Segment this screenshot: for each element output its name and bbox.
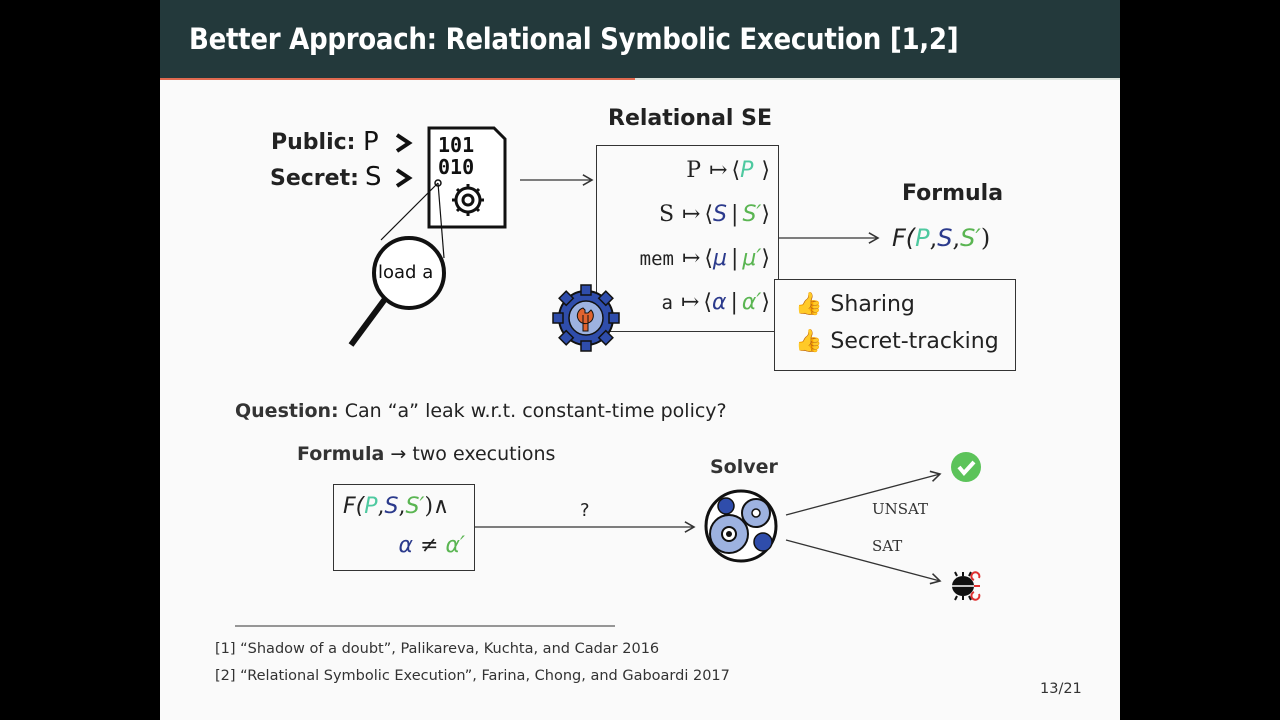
arrow-unsat [785,470,942,516]
secret-var: S [365,162,382,192]
angle-right: ⟩ [761,290,770,315]
relational-se-box: P↦⟨P⟩S↦⟨S|S′⟩mem↦⟨μ|μ′⟩a↦⟨α|α′⟩ [596,145,779,332]
unsat-label: UNSAT [872,500,929,518]
value-a: P [740,158,754,183]
separator: | [731,202,739,227]
comma: , [377,494,385,519]
benefit-label: Sharing [830,292,915,317]
arrow-glyph: → [390,443,407,465]
benefit-item: 👍 Sharing [795,292,915,317]
alpha-prime: α′ [445,533,466,558]
formula-two-executions: Formula → two executions [297,443,555,465]
thumbs-up-icon: 👍 [795,329,823,354]
formula-p: P [364,494,378,519]
angle-left: ⟨ [703,290,712,315]
value-a: S [713,202,728,227]
query-formula: F(P,S,S′)∧ [343,494,449,519]
formula-f: F( [343,494,365,519]
page-number: 13/21 [1040,681,1082,697]
comma: , [398,494,406,519]
mapping-lhs: P [686,158,702,183]
alpha: α [398,533,414,558]
question-text: Can “a” leak w.r.t. constant-time policy… [344,400,727,422]
angle-left: ⟨ [704,202,714,227]
question-label: Question: [235,400,339,422]
benefit-label: Secret-tracking [830,329,999,354]
formula-p: P [915,224,930,252]
value-b: α′ [741,290,762,315]
chevron-icon [395,133,413,188]
footnote-2: [2] “Relational Symbolic Execution”, Far… [215,668,730,684]
formula-sp: S′ [960,224,981,252]
mapping-lhs: S [658,202,675,227]
magnifier-text: load a [378,262,434,283]
formula-label: Formula [297,443,385,465]
slide-title: Better Approach: Relational Symbolic Exe… [189,22,959,56]
maps-to-symbol: ↦ [681,246,701,271]
formula-s: S [937,224,953,252]
svg-text:101: 101 [438,133,474,157]
solver-heading: Solver [710,456,778,478]
progress-bar [160,78,635,80]
maps-to-symbol: ↦ [709,158,728,183]
value-a: α [711,290,727,315]
angle-right: ⟩ [761,158,770,183]
mapping-row: S↦⟨S|S′⟩ [655,202,770,227]
mapping-row: mem ↦⟨μ|μ′⟩ [636,246,770,271]
formula-f: F( [892,224,916,252]
separator: | [730,290,738,315]
value-a: μ [712,246,727,271]
formula-expression: F(P,S,S′) [892,224,990,252]
magnifier-icon [348,179,446,347]
angle-left: ⟨ [704,246,713,271]
comma: , [929,224,938,252]
angle-left: ⟨ [731,158,741,183]
query-inequality: α ≠ α′ [399,533,465,558]
question: Question: Can “a” leak w.r.t. constant-t… [235,400,727,422]
query-box: F(P,S,S′)∧ α ≠ α′ [333,484,475,571]
formula-sp: S′ [405,494,425,519]
slide-header: Better Approach: Relational Symbolic Exe… [160,0,1120,78]
binary-file-icon: 101 010 [427,126,507,229]
benefits-box: 👍 Sharing 👍 Secret-tracking [774,279,1016,371]
formula-heading: Formula [902,181,1004,206]
benefit-item: 👍 Secret-tracking [795,329,999,354]
formula-s: S [384,494,399,519]
paren-and: )∧ [424,494,450,519]
progress-track [635,78,1120,80]
sat-label: SAT [872,537,903,555]
mapping-lhs: mem [639,248,674,270]
mapping-row: a ↦⟨α|α′⟩ [657,290,770,315]
neq: ≠ [420,533,439,558]
paren: ) [980,224,991,252]
secret-label: Secret: [270,166,359,191]
diagram-lines: 101 010 [235,126,942,627]
value-b: S′ [742,202,762,227]
angle-right: ⟩ [761,202,770,227]
footnote-1: [1] “Shadow of a doubt”, Palikareva, Kuc… [215,641,660,657]
svg-text:010: 010 [438,155,474,179]
public-var: P [363,127,379,157]
arrow-sat [785,539,942,585]
public-label: Public: [271,130,356,155]
value-b: μ′ [742,246,762,271]
angle-right: ⟩ [761,246,770,271]
mapping-lhs: a [661,292,673,314]
maps-to-symbol: ↦ [680,290,700,315]
edge-label: ? [580,500,590,521]
mapping-row: P↦⟨P⟩ [682,158,770,183]
slide: Better Approach: Relational Symbolic Exe… [160,0,1120,720]
separator: | [730,246,739,271]
two-executions-text: two executions [412,443,556,465]
maps-to-symbol: ↦ [682,202,701,227]
comma: , [952,224,961,252]
relational-se-heading: Relational SE [608,106,773,131]
thumbs-up-icon: 👍 [795,292,823,317]
